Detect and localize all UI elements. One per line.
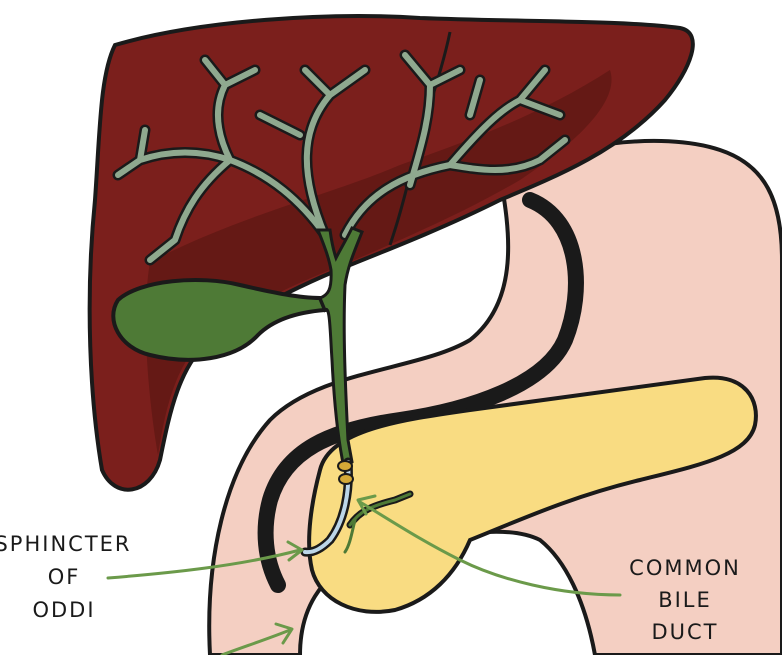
bottom-arrow <box>220 628 292 655</box>
cbd-label-line-1: COMMON <box>629 556 741 580</box>
sphincter-label-line-3: ODDI <box>32 598 96 622</box>
cbd-label-line-2: BILE <box>658 588 712 612</box>
gallbladder <box>111 278 328 362</box>
sphincter-label-line-2: OF <box>47 565 81 589</box>
cbd-label-line-3: DUCT <box>651 620 719 644</box>
sphincter-arrowhead <box>286 540 304 562</box>
common-bile-duct <box>315 226 364 471</box>
common-bile-duct-label: COMMON BILE DUCT <box>610 558 760 643</box>
sphincter-ring-lower <box>338 473 354 485</box>
common-bile-duct-arrowhead <box>356 494 377 516</box>
sphincter-arrow <box>106 548 302 580</box>
sphincter-label-line-1: SPHINCTER <box>0 532 132 556</box>
sphincter-of-oddi-label: SPHINCTER OF ODDI <box>0 534 150 621</box>
pancreas <box>307 375 758 614</box>
intrahepatic-bile-ducts <box>112 49 571 266</box>
sphincter-ring-upper <box>337 460 353 472</box>
pancreatic-duct-branch <box>343 518 357 554</box>
bottom-arrowhead <box>274 622 294 645</box>
pancreatic-duct-fill <box>348 492 412 527</box>
common-bile-duct-arrow <box>358 500 622 597</box>
